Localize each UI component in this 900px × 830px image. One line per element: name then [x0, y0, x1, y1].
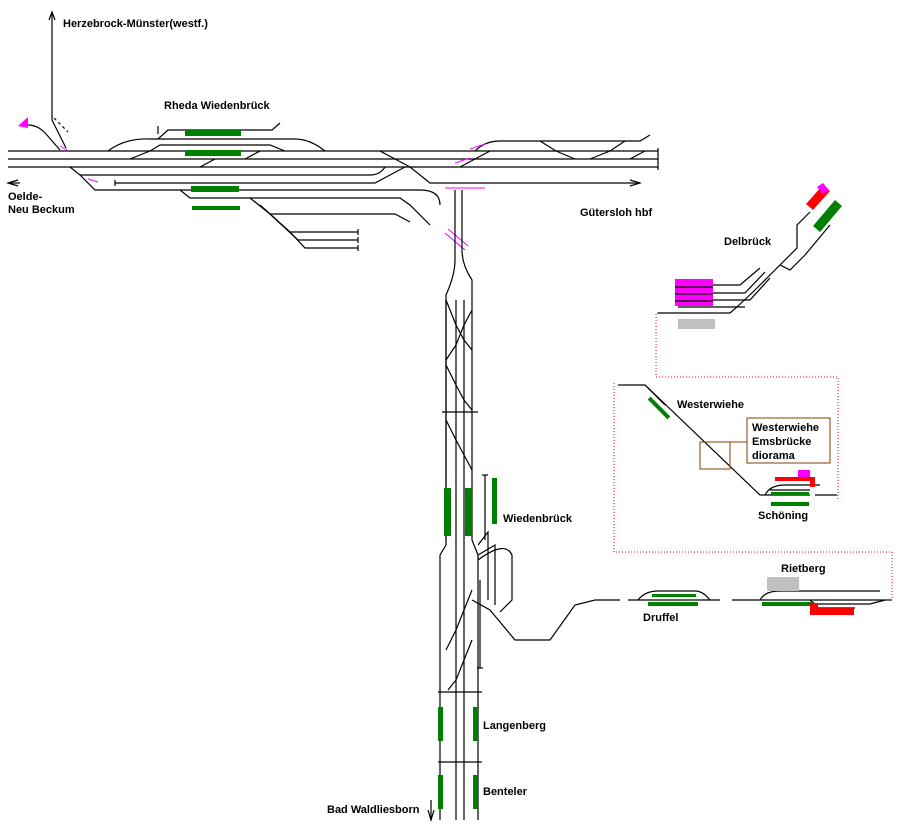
- label-westerwiehe: Westerwiehe: [677, 399, 744, 411]
- westerwiehe-section: [618, 384, 837, 506]
- schoening-platform: [771, 502, 809, 506]
- delbrueck-fiddle-yard: [675, 279, 713, 306]
- label-bad-waldliesborn: Bad Waldliesborn: [327, 804, 420, 816]
- langenberg-platform: [438, 707, 443, 741]
- diorama-area: [699, 441, 731, 470]
- label-delbrueck: Delbrück: [724, 236, 772, 248]
- druffel-platform: [652, 594, 696, 597]
- benteler-platform: [473, 775, 478, 809]
- label-langenberg: Langenberg: [483, 720, 546, 732]
- label-herzebrock: Herzebrock-Münster(westf.): [63, 18, 208, 30]
- label-oelde-1: Oelde-: [8, 191, 43, 203]
- rheda-platform: [191, 186, 239, 192]
- label-box-line3: diorama: [752, 450, 796, 462]
- rietberg-fiddle-yard: [810, 603, 854, 615]
- schoening-fiddle-marker: [798, 470, 810, 478]
- benteler-platform: [438, 775, 443, 809]
- label-rietberg: Rietberg: [781, 563, 826, 575]
- rietberg-platform: [762, 602, 812, 606]
- label-box-line1: Westerwiehe: [752, 422, 819, 434]
- rietberg-goods-shed: [767, 577, 799, 591]
- schoening-fiddle-yard: [775, 477, 815, 487]
- label-benteler: Benteler: [483, 786, 528, 798]
- main-line-south: [427, 190, 482, 823]
- langenberg-platform: [473, 707, 478, 741]
- wiedenbrueck-platform: [444, 488, 451, 536]
- herzebrock-fiddle-marker: [18, 117, 28, 128]
- wiedenbrueck-platform: [465, 488, 472, 536]
- diorama-label-box: [746, 417, 831, 464]
- delbrueck-goods-shed: [678, 319, 715, 329]
- rheda-transition-markers: [87, 143, 486, 251]
- label-rheda: Rheda Wiedenbrück: [164, 100, 271, 112]
- rheda-yard-tracks: [5, 122, 659, 251]
- main-line-platforms: [438, 478, 497, 809]
- wiedenbrueck-platform: [492, 478, 497, 524]
- label-wiedenbrueck: Wiedenbrück: [503, 513, 573, 525]
- module-boundaries: [613, 312, 893, 600]
- rietberg-line: [628, 577, 892, 615]
- label-oelde-2: Neu Beckum: [8, 204, 75, 216]
- rheda-platforms: [185, 130, 241, 210]
- druffel-platform: [648, 602, 698, 606]
- rheda-platform: [192, 206, 240, 210]
- westerwiehe-platform: [647, 396, 671, 420]
- label-schoening: Schöning: [758, 510, 808, 522]
- herzebrock-branch: [18, 10, 69, 151]
- rheda-platform: [185, 150, 241, 156]
- schoening-platform: [771, 492, 809, 495]
- delbrueck-station: [658, 183, 842, 329]
- label-guetersloh: Gütersloh hbf: [580, 207, 652, 219]
- rheda-platform: [185, 130, 241, 136]
- delbrueck-platform: [813, 200, 842, 232]
- label-box-line2: Emsbrücke: [752, 436, 811, 448]
- wiedenbrueck-sidings: [471, 474, 620, 669]
- delbrueck-end-marker: [817, 183, 829, 194]
- label-druffel: Druffel: [643, 612, 678, 624]
